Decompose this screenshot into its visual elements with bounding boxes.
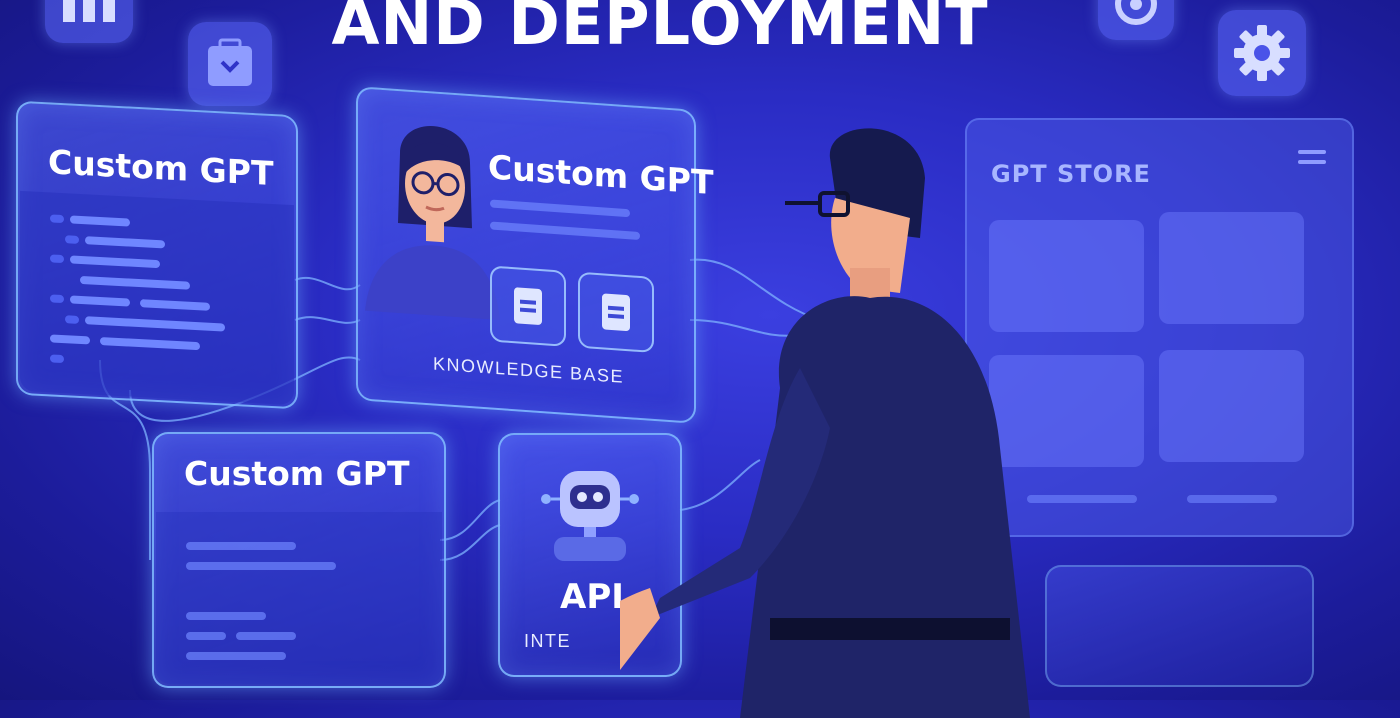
flow-area bbox=[156, 512, 442, 684]
woman-avatar bbox=[360, 110, 500, 320]
scene: AND DEPLOYMENT Custom GPT bbox=[0, 0, 1400, 700]
code-area bbox=[20, 191, 294, 405]
custom-gpt-code-panel[interactable]: Custom GPT bbox=[16, 101, 298, 410]
page-title: AND DEPLOYMENT bbox=[0, 0, 1320, 59]
store-card[interactable] bbox=[1159, 350, 1304, 462]
secondary-store-panel[interactable] bbox=[1045, 565, 1314, 687]
panel-title: Custom GPT bbox=[48, 142, 273, 193]
api-subtitle: INTE bbox=[524, 631, 571, 652]
knowledge-base-label: KNOWLEDGE BASE bbox=[433, 353, 624, 387]
store-card[interactable] bbox=[1159, 212, 1304, 324]
menu-icon[interactable] bbox=[1298, 150, 1326, 164]
custom-gpt-flow-panel[interactable]: Custom GPT bbox=[152, 432, 446, 688]
man-figure bbox=[620, 118, 1040, 718]
api-title: API bbox=[560, 577, 624, 617]
panel-title: Custom GPT bbox=[184, 454, 409, 493]
document-icon[interactable] bbox=[490, 265, 566, 346]
